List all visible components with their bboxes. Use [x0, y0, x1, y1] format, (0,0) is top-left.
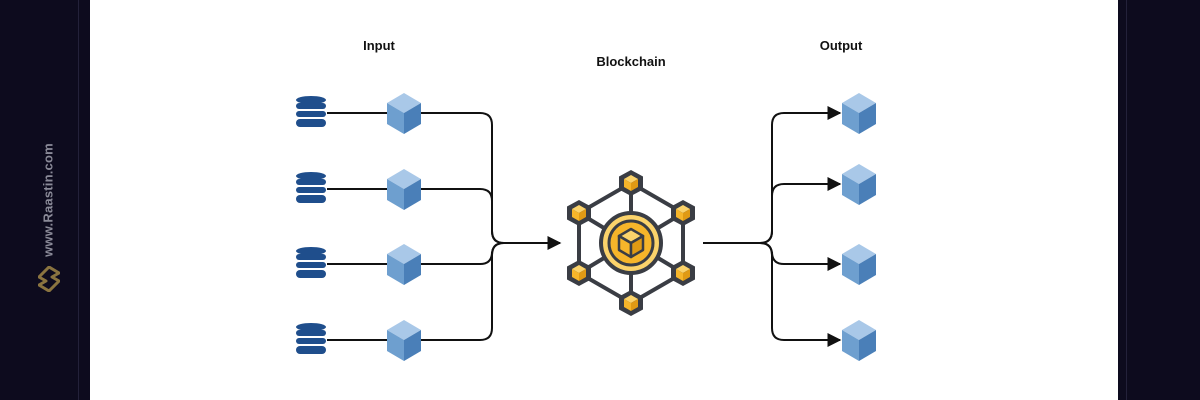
node-cube-icon [567, 260, 591, 286]
output-label: Output [820, 38, 863, 53]
raastin-logo-icon [38, 266, 60, 292]
database-icon [296, 247, 326, 278]
output-row [759, 242, 876, 361]
output-arrow [759, 242, 842, 347]
left-dark-border [0, 0, 90, 400]
node-cube-icon [671, 260, 695, 286]
output-row [759, 242, 876, 285]
database-icon [296, 96, 326, 127]
cube-icon [387, 244, 421, 285]
input-row [296, 242, 505, 361]
node-cube-icon [567, 200, 591, 226]
blockchain-network-icon [567, 170, 695, 316]
cube-icon [842, 320, 876, 361]
input-row [296, 169, 505, 244]
input-label: Input [363, 38, 395, 53]
node-cube-icon [671, 200, 695, 226]
node-cube-icon [619, 290, 643, 316]
divider-line [78, 0, 79, 400]
node-cube-icon [619, 170, 643, 196]
connector-line [421, 188, 505, 244]
cube-icon [842, 244, 876, 285]
cube-icon [842, 93, 876, 134]
cube-icon [387, 169, 421, 210]
cube-icon [387, 320, 421, 361]
output-arrow [759, 177, 842, 244]
input-row [296, 242, 505, 285]
output-row [759, 164, 876, 244]
database-icon [296, 172, 326, 203]
input-row [296, 93, 505, 244]
right-dark-border [1118, 0, 1200, 400]
database-icon [296, 323, 326, 354]
blockchain-label: Blockchain [596, 54, 665, 69]
cube-icon [842, 164, 876, 205]
cube-icon [387, 93, 421, 134]
connector-line [421, 242, 505, 341]
divider-line [1126, 0, 1127, 400]
